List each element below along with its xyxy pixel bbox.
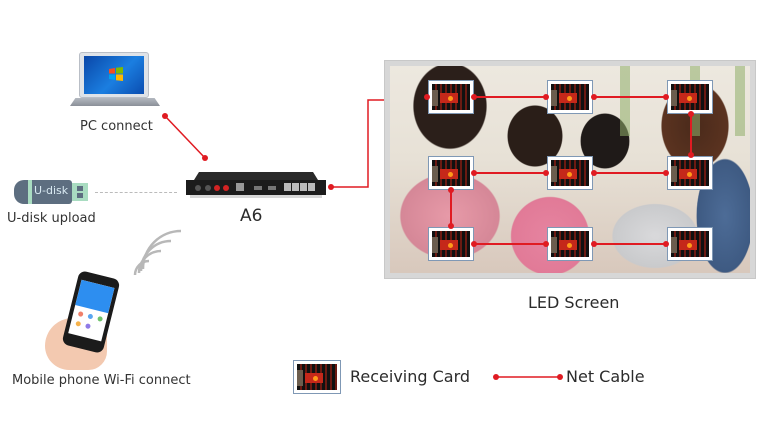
mobile-wifi-label: Mobile phone Wi-Fi connect <box>12 373 191 388</box>
controller-box-icon <box>186 172 326 198</box>
pc-cable <box>162 113 208 161</box>
app-dot <box>97 315 104 322</box>
legend-receiving-card-label: Receiving Card <box>350 367 471 386</box>
laptop-display <box>84 56 144 94</box>
usb-plug <box>72 183 88 201</box>
phone-app-header <box>75 279 115 314</box>
net-cable-c1-23 <box>450 190 452 226</box>
cable-node <box>543 170 549 176</box>
net-cable-r1-23 <box>594 96 666 98</box>
net-cable-r3-23 <box>594 243 666 245</box>
receiving-card <box>428 80 474 114</box>
usb-drive-icon: U-disk <box>14 180 72 204</box>
receiving-card <box>667 80 713 114</box>
receiving-card <box>428 156 474 190</box>
cable-node <box>471 241 477 247</box>
photo-window <box>735 66 745 136</box>
usb-dotted-connector <box>95 192 177 193</box>
cable-node <box>688 152 694 158</box>
windows-logo-icon <box>109 67 123 81</box>
receiving-card <box>547 80 593 114</box>
cable-node <box>688 111 694 117</box>
usb-stripe <box>28 180 32 204</box>
cable-node <box>448 223 454 229</box>
led-screen-label: LED Screen <box>528 293 620 312</box>
controller-shadow <box>190 195 322 198</box>
legend-net-cable-label: Net Cable <box>566 367 645 386</box>
cable-node <box>591 241 597 247</box>
cable-node <box>448 187 454 193</box>
receiving-card <box>428 227 474 261</box>
cable-node <box>424 94 430 100</box>
net-cable-c3-12 <box>690 114 692 155</box>
receiving-card <box>667 156 713 190</box>
u-disk-upload-label: U-disk upload <box>7 211 96 226</box>
cable-node <box>663 170 669 176</box>
legend-net-cable-icon <box>493 374 563 380</box>
laptop-icon <box>79 52 149 98</box>
net-cable-r1-12 <box>474 96 546 98</box>
net-cable-r2-23 <box>594 172 666 174</box>
usb-device-text: U-disk <box>34 184 69 197</box>
phone-screen <box>68 279 115 342</box>
photo-window <box>620 66 630 136</box>
receiving-card <box>547 227 593 261</box>
cable-node <box>471 94 477 100</box>
wifi-signal-icon <box>133 229 182 276</box>
receiving-card <box>547 156 593 190</box>
cable-node <box>543 241 549 247</box>
app-dot <box>87 313 94 320</box>
net-cable-r2-12 <box>474 172 546 174</box>
app-dot <box>75 320 82 327</box>
cable-node <box>591 170 597 176</box>
cable-node <box>663 94 669 100</box>
smartphone-icon <box>61 270 121 354</box>
cable-node <box>471 170 477 176</box>
app-dot <box>77 311 84 318</box>
laptop-base <box>70 98 160 106</box>
legend-receiving-card-icon <box>293 360 341 394</box>
usb-hole <box>77 186 83 191</box>
cable-node <box>543 94 549 100</box>
usb-hole <box>77 193 83 198</box>
pc-connect-label: PC connect <box>80 119 153 134</box>
app-dot <box>84 323 92 330</box>
controller-ports-icon <box>195 183 315 191</box>
receiving-card <box>667 227 713 261</box>
cable-node <box>591 94 597 100</box>
net-cable-r3-12 <box>474 243 546 245</box>
cable-node <box>663 241 669 247</box>
controller-front-panel <box>186 180 326 195</box>
controller-label: A6 <box>240 206 263 226</box>
controller-top <box>194 172 318 180</box>
